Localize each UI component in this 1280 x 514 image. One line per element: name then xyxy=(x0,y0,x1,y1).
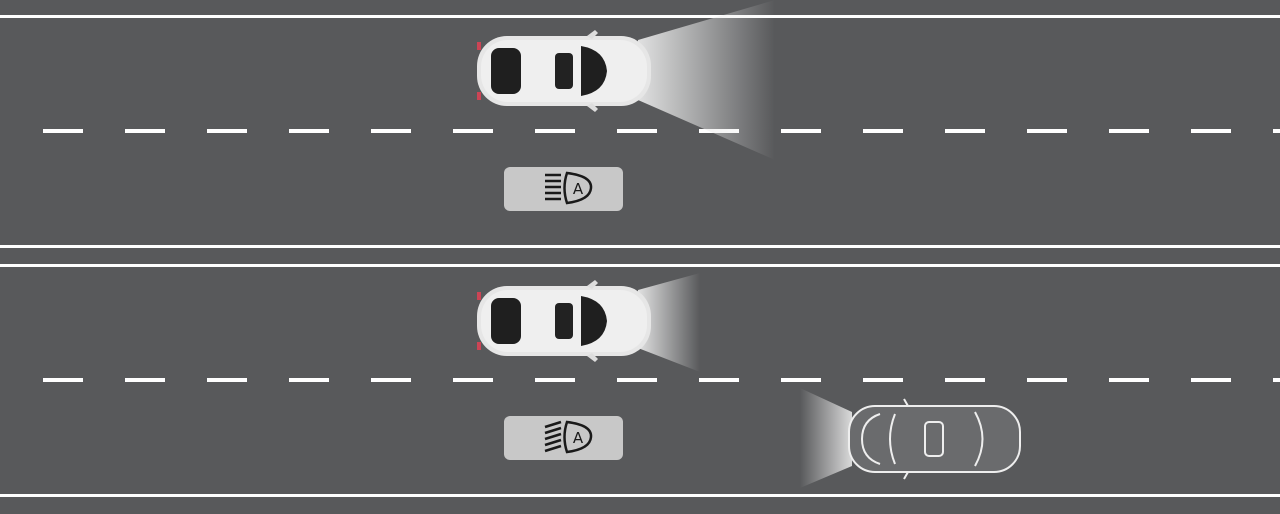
oncoming-car xyxy=(848,398,1021,480)
auto-high-beam-icon xyxy=(545,171,593,205)
high-beam-light xyxy=(638,0,775,160)
scene-low-beam: A xyxy=(0,264,1280,497)
auto-low-beam-badge: A xyxy=(504,416,623,460)
own-car xyxy=(477,280,651,362)
road-edge-line xyxy=(0,245,1280,248)
road-edge-line xyxy=(0,264,1280,267)
low-beam-light xyxy=(638,273,700,372)
road-edge-line xyxy=(0,15,1280,18)
road-edge-line xyxy=(0,494,1280,497)
svg-text:A: A xyxy=(573,180,584,198)
own-car xyxy=(477,30,651,112)
oncoming-car-light xyxy=(800,388,852,488)
svg-text:A: A xyxy=(573,429,584,447)
scene-high-beam: A xyxy=(0,0,1280,248)
auto-low-beam-icon xyxy=(544,420,593,454)
auto-high-beam-badge: A xyxy=(504,167,623,211)
